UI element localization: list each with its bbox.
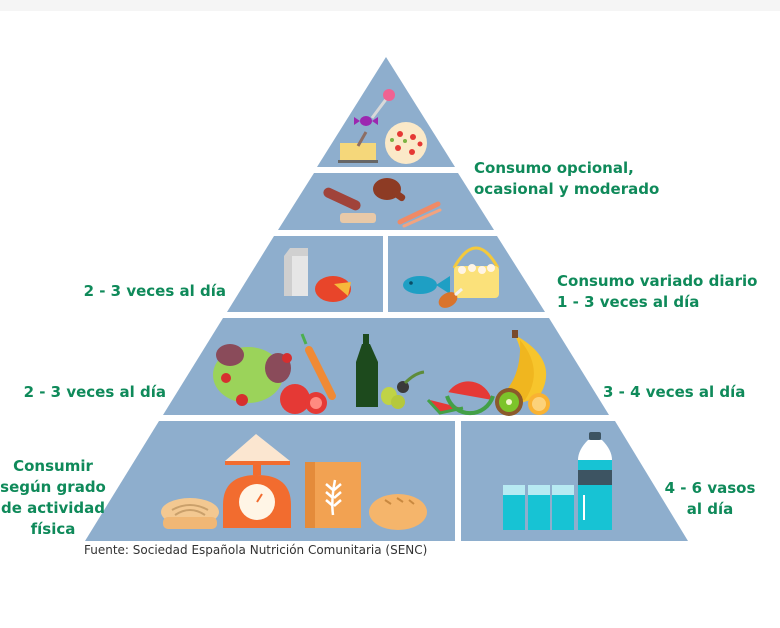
milk-carton-icon <box>284 248 308 296</box>
lollipop-icon <box>370 89 395 119</box>
banana-icon <box>498 330 547 404</box>
tier-3-right-proteins <box>388 236 545 312</box>
orange-icon <box>528 393 550 415</box>
kiwi-icon <box>495 388 523 416</box>
label-line: según grado <box>0 478 106 496</box>
sausage-icon <box>323 187 361 211</box>
olives-icon <box>381 370 425 409</box>
water-glasses-icon <box>503 485 574 530</box>
top-strip <box>0 0 780 11</box>
bread-icon <box>369 494 427 530</box>
label-line: Consumo variado diario <box>557 272 758 290</box>
label-protein-frequency: Consumo variado diario 1 - 3 veces al dí… <box>557 271 757 313</box>
flour-bag-icon <box>305 462 361 528</box>
egg-basket-icon <box>452 246 500 298</box>
red-meat-icon <box>373 178 406 202</box>
source-caption: Fuente: Sociedad Española Nutrición Comu… <box>84 543 428 557</box>
ham-icon <box>340 213 376 223</box>
tier-5-left-cereals <box>85 421 455 541</box>
label-line: ocasional y moderado <box>474 180 660 198</box>
label-line: Consumir <box>13 457 93 475</box>
label-dairy-frequency: 2 - 3 veces al día <box>60 281 226 302</box>
chicken-leg-icon <box>438 287 463 308</box>
bacon-icon <box>397 201 442 228</box>
watermelon-icon <box>426 381 495 416</box>
tier-5-right-water <box>461 421 688 541</box>
pasta-icon <box>161 498 219 529</box>
label-line: 4 - 6 vasos <box>664 479 756 497</box>
candy-icon <box>354 116 378 126</box>
fish-icon <box>403 276 450 294</box>
label-line: 2 - 3 veces al día <box>23 383 166 401</box>
label-line: Consumo opcional, <box>474 159 634 177</box>
label-line: física <box>30 520 76 538</box>
tomato-icon <box>280 384 327 414</box>
label-water-frequency: 4 - 6 vasos al día <box>660 478 760 520</box>
label-optional-consumption: Consumo opcional, ocasional y moderado <box>474 158 659 200</box>
label-line: al día <box>686 500 734 518</box>
label-fruit-frequency: 3 - 4 veces al día <box>603 382 745 403</box>
water-bottle-icon <box>578 432 612 530</box>
tier-1-optional <box>317 57 455 167</box>
label-line: 1 - 3 veces al día <box>557 293 700 311</box>
label-vegetables-frequency: 2 - 3 veces al día <box>20 382 166 403</box>
lettuce-icon <box>213 344 292 406</box>
tier-4-vegetables-fruits <box>163 318 609 416</box>
cheese-icon <box>315 276 351 302</box>
label-line: 3 - 4 veces al día <box>603 383 746 401</box>
carrot-icon <box>300 333 336 400</box>
label-line: 2 - 3 veces al día <box>83 282 226 300</box>
tier-3-left-dairy <box>227 236 383 312</box>
tier-2-meats <box>278 173 494 230</box>
butter-icon <box>338 131 378 163</box>
olive-oil-bottle-icon <box>356 334 378 407</box>
kitchen-scale-icon <box>223 434 291 528</box>
pizza-icon <box>385 122 427 164</box>
label-line: de actividad <box>1 499 105 517</box>
label-cereals-frequency: Consumir según grado de actividad física <box>0 456 106 540</box>
